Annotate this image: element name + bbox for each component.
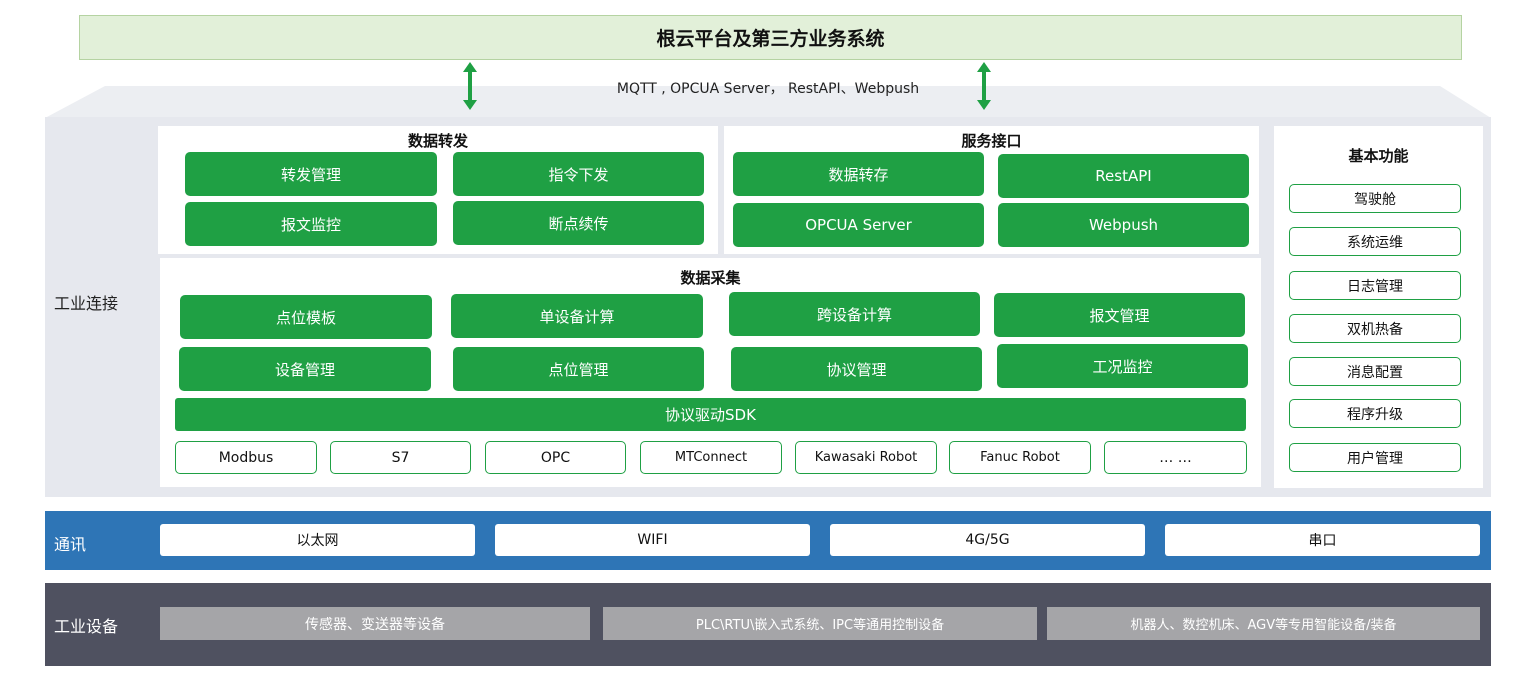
forward-management-button[interactable]: 转发管理 — [185, 152, 437, 196]
protocol-mtconnect[interactable]: MTConnect — [640, 441, 782, 474]
message-config-button[interactable]: 消息配置 — [1289, 357, 1461, 386]
industrial-devices-label: 工业设备 — [54, 613, 118, 637]
point-template-button[interactable]: 点位模板 — [180, 295, 432, 339]
resume-transfer-button[interactable]: 断点续传 — [453, 201, 704, 245]
device-sensors[interactable]: 传感器、变送器等设备 — [160, 607, 590, 640]
protocol-caption: MQTT , OPCUA Server， RestAPI、Webpush — [0, 78, 1536, 100]
protocol-fanuc-robot[interactable]: Fanuc Robot — [949, 441, 1091, 474]
industrial-connect-label: 工业连接 — [54, 290, 118, 314]
webpush-button[interactable]: Webpush — [998, 203, 1249, 247]
program-upgrade-button[interactable]: 程序升级 — [1289, 399, 1461, 428]
protocol-management-button[interactable]: 协议管理 — [731, 347, 982, 391]
comm-serial[interactable]: 串口 — [1165, 524, 1480, 556]
protocol-kawasaki-robot[interactable]: Kawasaki Robot — [795, 441, 937, 474]
device-management-button[interactable]: 设备管理 — [179, 347, 431, 391]
device-general-control[interactable]: PLC\RTU\嵌入式系统、IPC等通用控制设备 — [603, 607, 1037, 640]
protocol-more[interactable]: … … — [1104, 441, 1247, 474]
protocol-modbus[interactable]: Modbus — [175, 441, 317, 474]
basic-functions-title: 基本功能 — [1274, 145, 1483, 166]
double-arrow-icon — [462, 62, 478, 110]
platform-title: 根云平台及第三方业务系统 — [656, 24, 884, 51]
data-forward-title: 数据转发 — [158, 130, 718, 151]
cross-device-compute-button[interactable]: 跨设备计算 — [729, 292, 980, 336]
protocol-driver-sdk-bar[interactable]: 协议驱动SDK — [175, 398, 1246, 431]
dual-hot-standby-button[interactable]: 双机热备 — [1289, 314, 1461, 343]
comm-wifi[interactable]: WIFI — [495, 524, 810, 556]
single-device-compute-button[interactable]: 单设备计算 — [451, 294, 703, 338]
command-dispatch-button[interactable]: 指令下发 — [453, 152, 704, 196]
system-ops-button[interactable]: 系统运维 — [1289, 227, 1461, 256]
data-storage-button[interactable]: 数据转存 — [733, 152, 984, 196]
service-interface-title: 服务接口 — [724, 130, 1259, 151]
user-management-button[interactable]: 用户管理 — [1289, 443, 1461, 472]
message-management-button[interactable]: 报文管理 — [994, 293, 1245, 337]
comm-4g5g[interactable]: 4G/5G — [830, 524, 1145, 556]
log-management-button[interactable]: 日志管理 — [1289, 271, 1461, 300]
platform-title-bar: 根云平台及第三方业务系统 — [79, 15, 1462, 60]
data-collect-title: 数据采集 — [160, 267, 1261, 288]
comm-ethernet[interactable]: 以太网 — [160, 524, 475, 556]
device-smart-equipment[interactable]: 机器人、数控机床、AGV等专用智能设备/装备 — [1047, 607, 1480, 640]
condition-monitor-button[interactable]: 工况监控 — [997, 344, 1248, 388]
point-management-button[interactable]: 点位管理 — [453, 347, 704, 391]
message-monitor-button[interactable]: 报文监控 — [185, 202, 437, 246]
cockpit-button[interactable]: 驾驶舱 — [1289, 184, 1461, 213]
double-arrow-icon — [976, 62, 992, 110]
opcua-server-button[interactable]: OPCUA Server — [733, 203, 984, 247]
restapi-button[interactable]: RestAPI — [998, 154, 1249, 198]
protocol-s7[interactable]: S7 — [330, 441, 471, 474]
communication-label: 通讯 — [54, 531, 86, 555]
protocol-opc[interactable]: OPC — [485, 441, 626, 474]
basic-functions-section: 基本功能 — [1274, 126, 1483, 488]
